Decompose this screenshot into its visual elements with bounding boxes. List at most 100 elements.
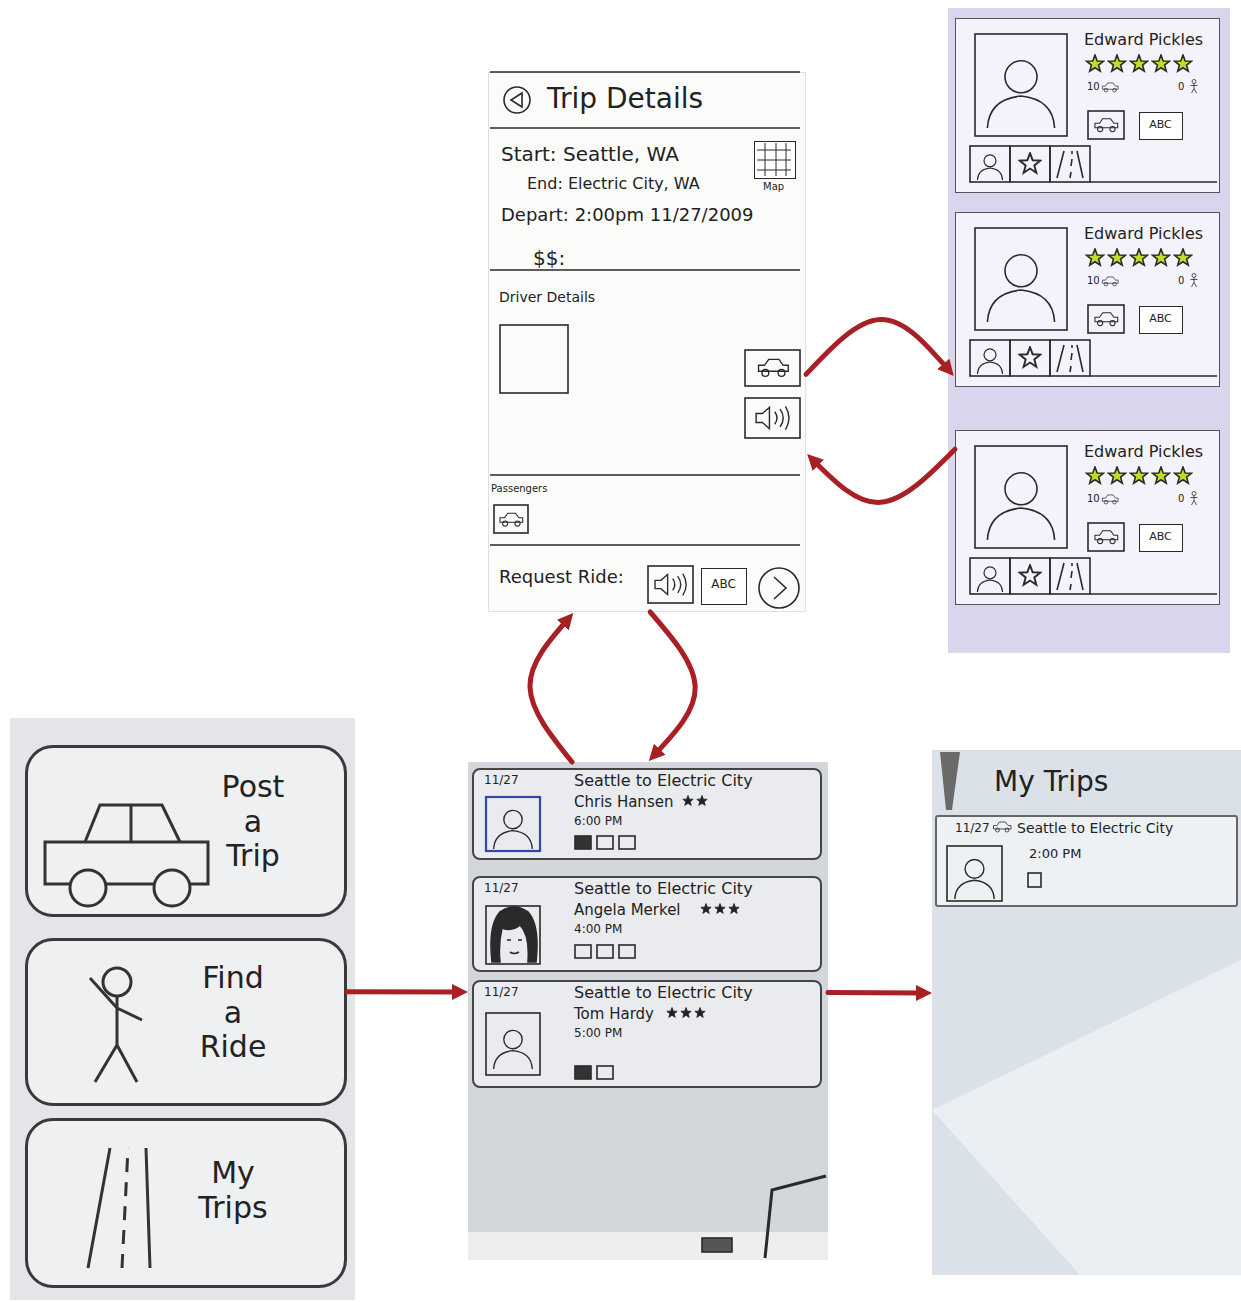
rating-star	[1108, 249, 1125, 265]
road-icon	[1057, 563, 1083, 590]
person-icon	[1191, 274, 1198, 288]
person-silhouette	[977, 349, 1002, 374]
phone-screen: 11/27Seattle to Electric CityChris Hanse…	[468, 762, 828, 1260]
departure-time: 6:00 PM	[574, 815, 664, 829]
rating-tab	[1010, 340, 1050, 376]
driver-name: Chris Hansen	[574, 794, 734, 811]
seat-box	[597, 836, 613, 849]
person-icon	[1191, 80, 1198, 94]
profile-tab	[970, 558, 1010, 594]
car-icon	[759, 359, 789, 376]
home-art	[45, 805, 208, 1268]
flow-arrow	[650, 612, 695, 755]
profile-card: Edward Pickles100ABC	[955, 212, 1220, 387]
section-heading: Passengers	[491, 483, 641, 495]
text-button: ABC	[1139, 112, 1183, 140]
rider-count: 0	[1178, 81, 1196, 93]
trip-listing: 11/27Seattle to Electric City2:00 PM	[935, 815, 1238, 907]
rating-star	[1152, 467, 1169, 483]
status-bar	[468, 1232, 828, 1260]
flow-arrow	[828, 990, 924, 995]
text-button: ABC	[1139, 524, 1183, 552]
vehicle-button	[1088, 305, 1124, 333]
rating-star	[1086, 467, 1103, 483]
section-heading: Driver Details	[499, 289, 699, 305]
light-glare	[932, 960, 1241, 1275]
rating-star	[1108, 55, 1125, 71]
driver-hair	[491, 907, 537, 962]
speaker-icon	[655, 574, 686, 596]
car-cabin	[85, 805, 180, 842]
profile-card-art	[970, 228, 1217, 376]
phone-screen: My Trips11/27Seattle to Electric City2:0…	[932, 750, 1241, 1275]
card-backdrop	[948, 8, 1230, 653]
car-icon	[994, 822, 1012, 832]
text-button: ABC	[701, 568, 747, 605]
profile-card-art	[970, 34, 1217, 182]
icon-caption: Map	[763, 181, 803, 193]
driver-photo	[486, 1013, 540, 1075]
profile-photo	[975, 228, 1067, 330]
flow-arrow	[530, 619, 572, 762]
vehicle-button	[1088, 111, 1124, 139]
trip-route: Seattle to Electric City	[574, 984, 819, 1002]
back-button	[504, 87, 530, 113]
speaker-icon	[756, 406, 789, 429]
driver-name: Edward Pickles	[1084, 31, 1220, 49]
button-label: ABC	[1140, 531, 1181, 544]
car-icon	[1102, 83, 1118, 92]
screen-panel: Trip DetailsStart: Seattle, WAEnd: Elect…	[488, 72, 806, 612]
rating-star	[1174, 249, 1191, 265]
profile-photo	[975, 34, 1067, 136]
trip-field: Depart: 2:00pm 11/27/2009	[501, 205, 801, 226]
rating-tab	[1010, 558, 1050, 594]
rating-star	[1020, 565, 1041, 585]
battery-icon	[702, 1238, 732, 1252]
ride-listing: 11/27Seattle to Electric CityTom Hardy5:…	[472, 980, 822, 1088]
rating-star	[715, 904, 725, 914]
button-label: ABC	[1140, 119, 1181, 132]
trip-route: Seattle to Electric City	[574, 880, 819, 898]
back-arrow	[511, 93, 522, 107]
car-body	[45, 842, 208, 884]
button-label: ABC	[1140, 313, 1181, 326]
rating-star	[1152, 249, 1169, 265]
person-silhouette	[494, 1030, 533, 1069]
menu-label: Post a Trip	[213, 770, 293, 874]
rating-star	[667, 1008, 677, 1018]
button-label: ABC	[702, 578, 745, 592]
ride-listing: 11/27Seattle to Electric CityChris Hanse…	[472, 768, 822, 860]
car-icon	[1095, 531, 1118, 544]
passenger-slot	[494, 505, 528, 533]
profile-card: Edward Pickles100ABC	[955, 18, 1220, 193]
trips-tab	[1050, 558, 1090, 594]
driver-photo	[486, 906, 540, 964]
rating-star	[695, 1008, 705, 1018]
trip-date: 11/27	[484, 882, 554, 896]
seat-box	[619, 836, 635, 849]
trip-field: End: Electric City, WA	[527, 175, 752, 193]
driver-photo	[500, 325, 568, 393]
profile-tab	[970, 146, 1010, 182]
next-arrow	[774, 577, 786, 599]
departure-time: 2:00 PM	[1029, 847, 1119, 862]
menu-label: Find a Ride	[193, 961, 273, 1065]
seat-box	[575, 945, 591, 958]
person-silhouette	[987, 473, 1054, 540]
text-button: ABC	[1139, 306, 1183, 334]
rating-star	[1108, 467, 1125, 483]
seat-box	[575, 1066, 591, 1079]
rating-star	[1130, 55, 1147, 71]
trip-route: Seattle to Electric City	[574, 772, 819, 790]
menu-button: My Trips	[25, 1118, 347, 1288]
rating-star	[1152, 55, 1169, 71]
tab-baseline	[1090, 375, 1217, 377]
flow-arrow	[806, 320, 949, 375]
tab-baseline	[1090, 593, 1217, 595]
person-silhouette	[977, 567, 1002, 592]
rating-star	[729, 904, 739, 914]
trip-field: Start: Seattle, WA	[501, 143, 751, 166]
rider-count: 0	[1178, 493, 1196, 505]
